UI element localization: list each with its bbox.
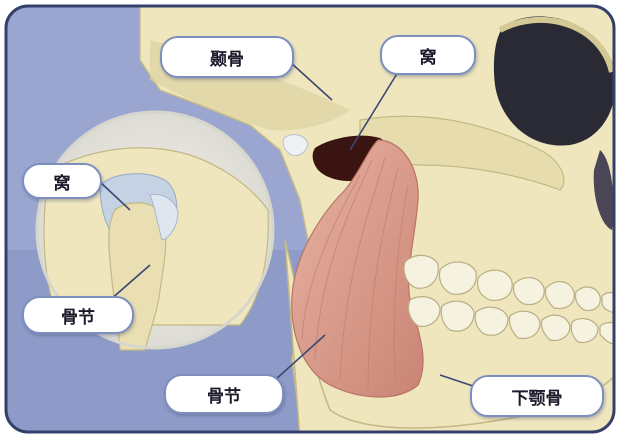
label-mandible: 下颚骨 [470, 375, 604, 417]
label-fossa-inset: 窝 [22, 163, 102, 199]
label-condyle-inset: 骨节 [22, 296, 134, 334]
label-temporal-bone: 颞骨 [160, 36, 294, 78]
label-fossa-main: 窝 [380, 35, 476, 75]
label-condyle-main: 骨节 [164, 374, 284, 414]
